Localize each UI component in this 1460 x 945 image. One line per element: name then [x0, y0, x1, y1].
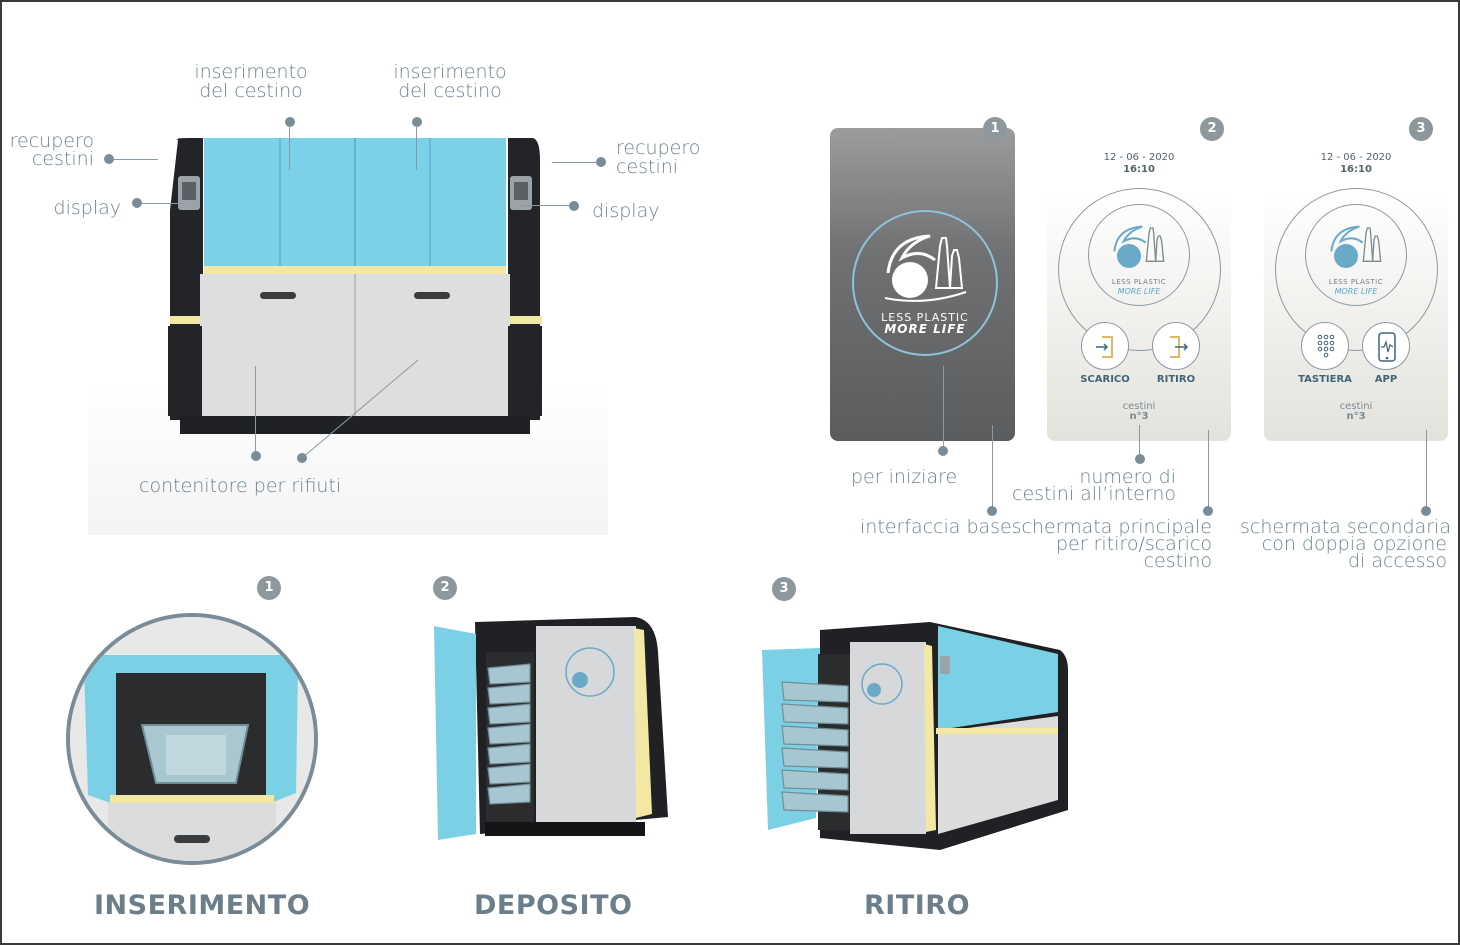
dot-container-left [251, 451, 261, 461]
screen-2: 12 - 06 - 2020 16:10 LESS PLASTIC MORE L… [1047, 128, 1231, 441]
line-insert-left [289, 125, 290, 170]
label-recover-left-1: recupero [9, 130, 94, 152]
label-base: interfaccia base [860, 516, 1012, 538]
screen-1-badge: 1 [983, 117, 1007, 141]
ritiro-button[interactable] [1152, 322, 1200, 370]
phone-icon [1378, 332, 1396, 362]
dot-base [987, 506, 997, 516]
screen-2-count: n°3 [1129, 411, 1149, 422]
label-recover-right-2: cestini [616, 156, 679, 178]
label-insert-left-1: inserimento [194, 61, 308, 83]
dot-main [1203, 506, 1213, 516]
step-1-badge: 1 [257, 576, 281, 600]
line-secondary [1426, 430, 1427, 508]
label-insert-right-1: inserimento [393, 61, 507, 83]
line-container-left [255, 366, 256, 456]
screen-3-inner-ring [1305, 204, 1407, 306]
line-start [943, 366, 944, 448]
line-recover-right [552, 162, 596, 163]
label-display-left: display [53, 197, 121, 219]
step-1-title: INSERIMENTO [94, 890, 311, 921]
screen-3-cestini: cestini [1339, 401, 1373, 412]
screen-1: LESS PLASTIC MORE LIFE [830, 128, 1015, 441]
line-display-right [520, 205, 570, 206]
ritiro-label: RITIRO [1156, 374, 1196, 385]
keypad-icon [1317, 334, 1335, 358]
app-button[interactable] [1362, 322, 1410, 370]
label-display-right: display [592, 200, 660, 222]
screen-3-date: 12 - 06 - 2020 [1320, 152, 1392, 163]
step-3-title: RITIRO [864, 890, 971, 921]
dot-container-right [297, 453, 307, 463]
screen-2-date: 12 - 06 - 2020 [1103, 152, 1175, 163]
scarico-label: SCARICO [1080, 374, 1130, 385]
dot-display-left [132, 198, 142, 208]
step-2-title: DEPOSITO [474, 890, 633, 921]
label-secondary-1: schermata secondaria [1240, 516, 1451, 538]
step-2-illustration [430, 612, 675, 847]
step-2-badge: 2 [433, 576, 457, 600]
label-recover-right-1: recupero [616, 137, 701, 159]
screen-2-logo-bottom: MORE LIFE [1117, 287, 1161, 296]
dot-count [1135, 454, 1145, 464]
line-base [992, 425, 993, 507]
dot-insert-right [412, 117, 422, 127]
screen-1-logo-bottom: MORE LIFE [884, 322, 966, 336]
app-label: APP [1374, 374, 1398, 385]
logo-icon [1330, 225, 1382, 268]
screen-1-ring [852, 210, 998, 356]
screen-2-outer-ring [1058, 188, 1221, 351]
label-main-1: schermata principale [1011, 516, 1212, 538]
label-secondary-3: di accesso [1347, 550, 1447, 572]
label-count-1: numero di [1079, 466, 1176, 488]
dot-recover-left [104, 154, 114, 164]
tastiera-button[interactable] [1301, 322, 1349, 370]
screen-2-time: 16:10 [1123, 164, 1155, 175]
label-container: contenitore per rifiuti [139, 475, 342, 497]
screen-3-outer-ring [1275, 188, 1438, 351]
dot-start [938, 446, 948, 456]
screen-3-badge: 3 [1409, 117, 1433, 141]
dot-recover-right [596, 157, 606, 167]
screen-2-inner-ring [1088, 204, 1190, 306]
label-start: per iniziare [851, 466, 958, 488]
dot-insert-left [285, 117, 295, 127]
screen-3-logo-bottom: MORE LIFE [1334, 287, 1378, 296]
logo-icon [1113, 225, 1165, 268]
label-main-3: cestino [1143, 550, 1212, 572]
screen-2-badge: 2 [1200, 117, 1224, 141]
dot-secondary [1421, 506, 1431, 516]
label-insert-left-2: del cestino [199, 80, 303, 102]
screen-3-logo-top: LESS PLASTIC [1328, 278, 1384, 286]
label-count-2: cestini all’interno [1012, 483, 1176, 505]
scarico-button[interactable] [1081, 322, 1129, 370]
line-count [1139, 425, 1140, 455]
screen-1-logo-top: LESS PLASTIC [881, 311, 969, 324]
line-container-right [301, 359, 419, 459]
label-recover-left-2: cestini [31, 148, 94, 170]
step-1-illustration [66, 613, 318, 865]
screen-3: 12 - 06 - 2020 16:10 LESS PLASTIC MORE L… [1264, 128, 1448, 441]
line-main [1208, 430, 1209, 508]
machine-illustration [88, 120, 608, 540]
line-recover-left [114, 159, 158, 160]
screen-2-logo-top: LESS PLASTIC [1111, 278, 1167, 286]
screen-3-time: 16:10 [1340, 164, 1372, 175]
screen-3-count: n°3 [1346, 411, 1366, 422]
step-3-illustration [760, 620, 1080, 860]
label-insert-right-2: del cestino [398, 80, 502, 102]
tastiera-label: TASTIERA [1298, 374, 1352, 385]
dot-display-right [569, 201, 579, 211]
label-secondary-2: con doppia opzione [1261, 533, 1447, 555]
screen-2-cestini: cestini [1122, 401, 1156, 412]
step-3-badge: 3 [772, 577, 796, 601]
logo-icon [884, 234, 967, 302]
line-insert-right [416, 125, 417, 170]
line-display-left [141, 203, 183, 204]
label-main-2: per ritiro/scarico [1056, 533, 1212, 555]
